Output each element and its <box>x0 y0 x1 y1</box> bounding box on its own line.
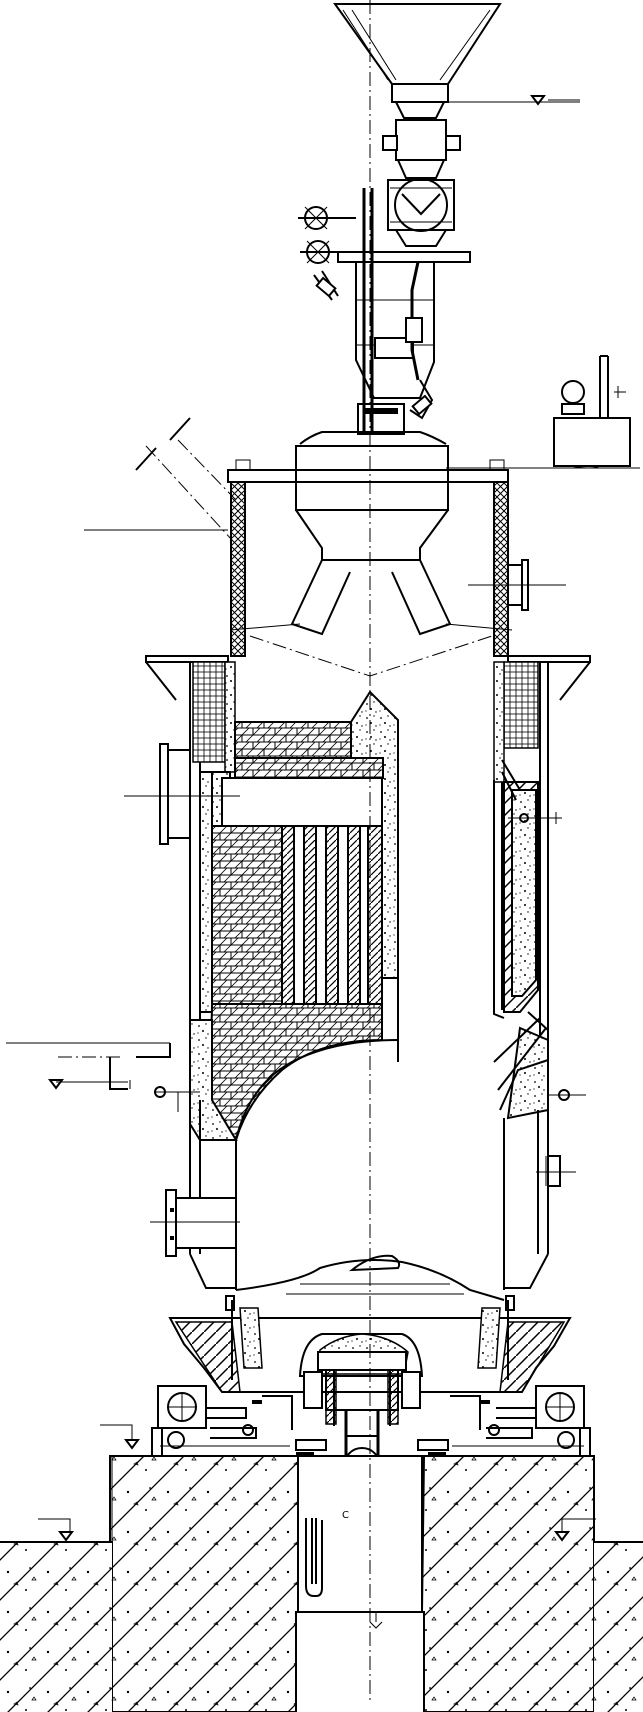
shell-lower <box>6 1011 586 1290</box>
inner-column <box>397 720 562 1062</box>
side-nozzle-left <box>124 743 240 845</box>
foundation <box>0 1424 643 1712</box>
shell-upper <box>84 417 566 657</box>
feed-hopper <box>333 3 580 119</box>
drive-motor <box>446 355 640 469</box>
checkerwork <box>189 690 399 1142</box>
level-marker-icon <box>124 1439 140 1450</box>
valve-wheels <box>298 188 434 432</box>
upper-head <box>229 431 513 677</box>
level-marker-icon <box>554 1531 570 1542</box>
lock-hopper <box>337 251 471 435</box>
level-marker-icon <box>58 1531 74 1542</box>
central-shaft <box>303 1351 421 1590</box>
nozzle-tag: C <box>342 1510 349 1521</box>
rotary-feeder <box>382 119 461 247</box>
roller-supports <box>151 1385 594 1457</box>
